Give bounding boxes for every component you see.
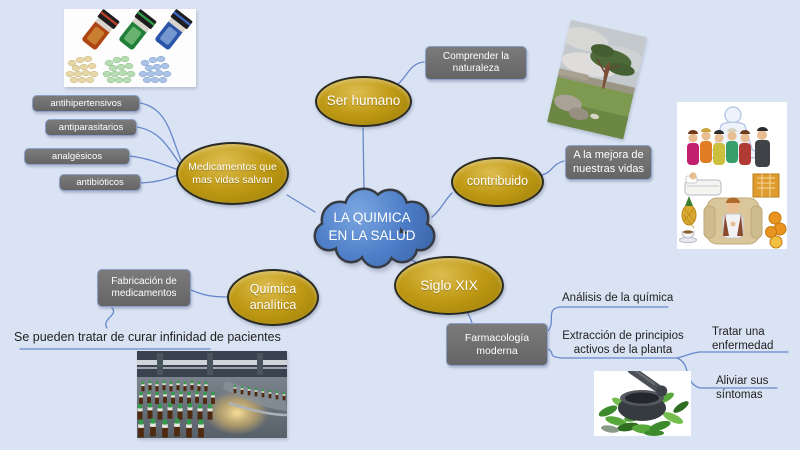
central-topic-label: LA QUIMICA EN LA SALUD xyxy=(328,210,416,243)
box-comprender-naturaleza[interactable]: Comprender la naturaleza xyxy=(425,46,527,80)
factory-image[interactable] xyxy=(137,351,287,438)
topic-ser-humano[interactable]: Ser humano xyxy=(315,76,412,127)
topic-contribuido[interactable]: contribuido xyxy=(451,157,544,207)
central-topic-cloud[interactable]: LA QUIMICA EN LA SALUD xyxy=(304,182,440,272)
pills-image[interactable] xyxy=(64,9,196,87)
box-antibioticos[interactable]: antibióticos xyxy=(59,174,141,191)
box-antihipertensivos[interactable]: antihipertensivos xyxy=(32,95,140,112)
label-aliviar-sintomas[interactable]: Aliviar sus síntomas xyxy=(716,375,769,402)
box-farmacologia-moderna[interactable]: Farmacología moderna xyxy=(446,323,548,366)
people-image[interactable] xyxy=(677,102,787,249)
herbs-image[interactable] xyxy=(594,371,691,436)
label-analisis-quimica[interactable]: Análisis de la química xyxy=(562,292,674,304)
box-antiparasitarios[interactable]: antiparasitarios xyxy=(45,119,137,136)
box-analgesicos[interactable]: analgésicos xyxy=(24,148,130,165)
tree-image[interactable] xyxy=(547,19,647,140)
label-extraccion-principios[interactable]: Extracción de principios activos de la p… xyxy=(562,330,684,357)
box-fabricacion-medicamentos[interactable]: Fabricación de medicamentos xyxy=(97,269,191,307)
box-mejora-vidas[interactable]: A la mejora de nuestras vidas xyxy=(565,145,652,180)
topic-siglo-xix[interactable]: Siglo XIX xyxy=(394,256,504,315)
label-curar-pacientes[interactable]: Se pueden tratar de curar infinidad de p… xyxy=(14,330,281,344)
topic-quimica-analitica[interactable]: Química analítica xyxy=(227,269,319,326)
label-tratar-enfermedad[interactable]: Tratar una enfermedad xyxy=(712,326,774,353)
topic-medicamentos[interactable]: Medicamentos que mas vidas salvan xyxy=(176,142,289,205)
